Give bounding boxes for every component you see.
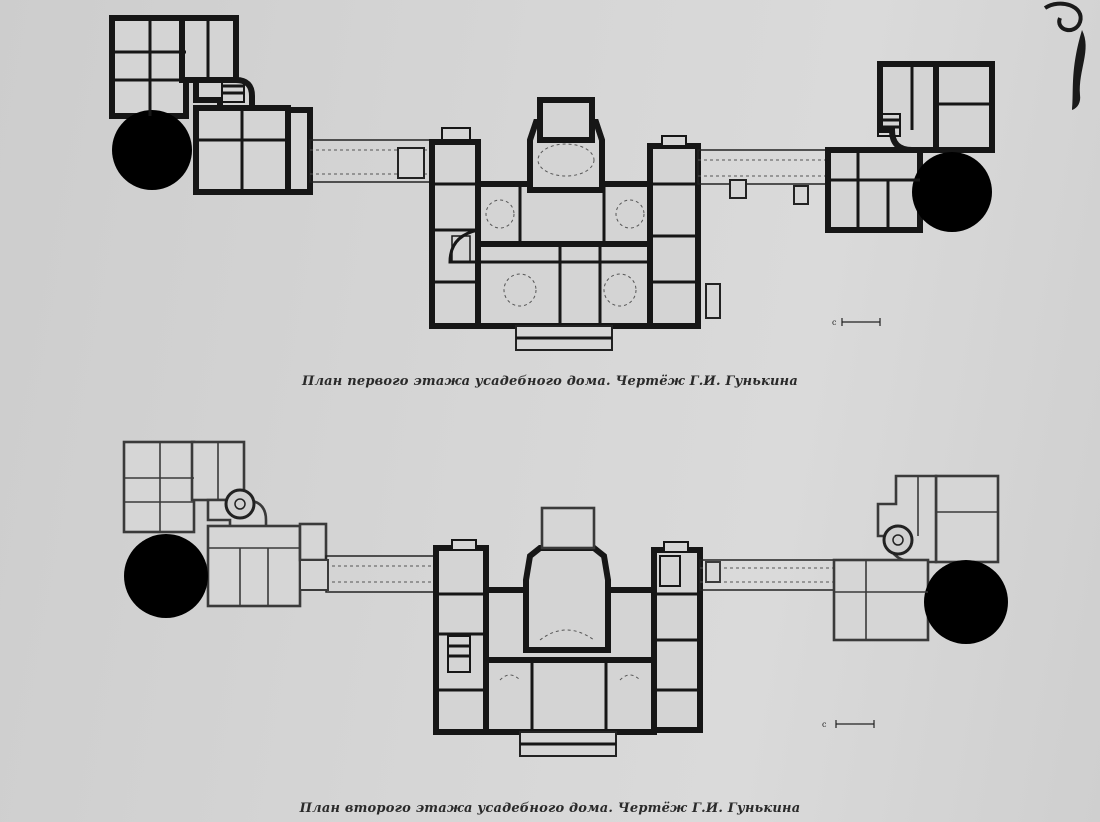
first-floor-plan: с [109, 15, 995, 351]
second-floor-right-wing [832, 474, 1008, 644]
first-floor-central-block [429, 97, 701, 329]
second-floor-left-wing [122, 440, 328, 618]
first-floor-right-wing-details [828, 64, 992, 230]
second-floor-scale-label: с [822, 720, 827, 729]
ornament-icon [1043, 1, 1086, 110]
first-floor-left-gallery [309, 139, 431, 183]
first-floor-left-wing [109, 15, 313, 195]
second-floor-central-block [433, 545, 703, 735]
second-floor-central-details [436, 539, 700, 757]
second-floor-left-wing-details [124, 442, 300, 606]
first-floor-right-wing [825, 61, 995, 233]
first-floor-scale-bar: с [832, 318, 881, 327]
second-floor-right-wing-details [834, 476, 998, 640]
second-floor-scale-bar: с [822, 720, 875, 729]
second-floor-right-gallery [699, 559, 835, 591]
first-floor-caption: План первого этажа усадебного дома. Черт… [301, 374, 798, 389]
first-floor-right-gallery [697, 149, 829, 205]
first-floor-left-wing-details [112, 18, 288, 192]
second-floor-attic [540, 506, 596, 550]
first-floor-central-details [432, 127, 721, 351]
second-floor-plan: с [122, 440, 1008, 757]
second-floor-left-gallery [299, 555, 437, 593]
first-floor-scale-label: с [832, 318, 837, 327]
second-floor-caption: План второго этажа усадебного дома. Черт… [299, 801, 801, 816]
